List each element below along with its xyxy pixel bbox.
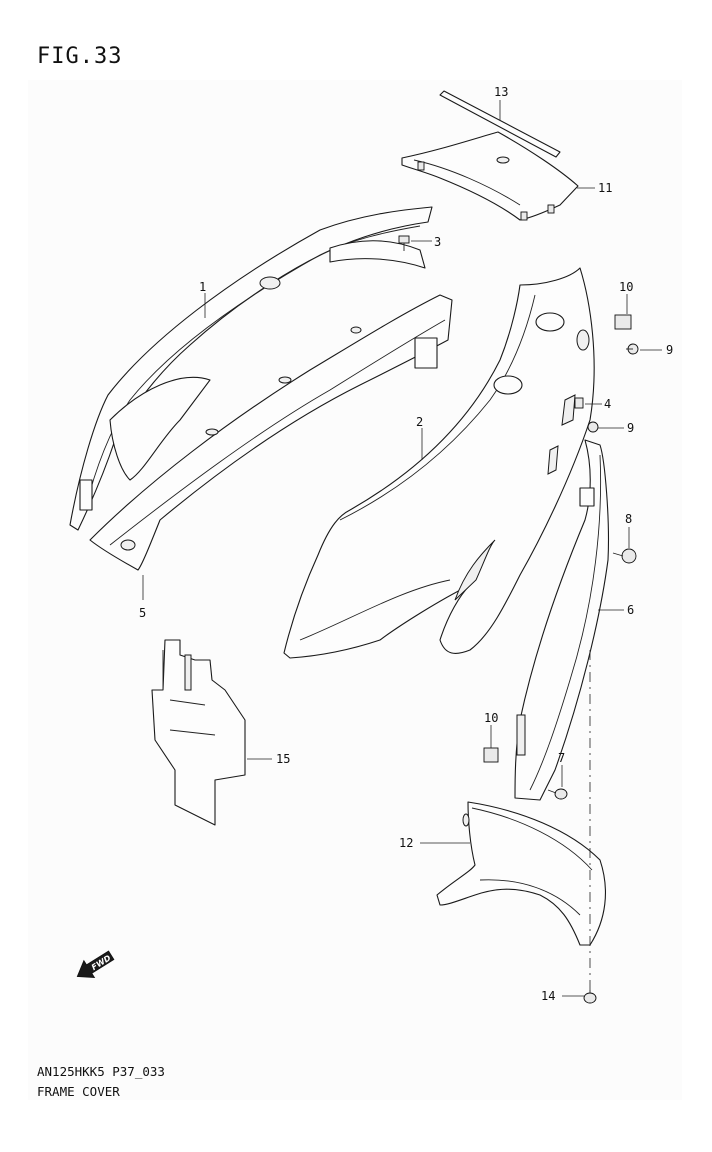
part-11-rear-top-cover[interactable] [401,131,579,221]
fwd-direction-arrow-icon: FWD [76,950,115,978]
part-4-clip[interactable] [574,397,584,409]
part-13-screw[interactable] [583,990,597,1004]
part-2-right-frame-cover[interactable] [283,267,595,659]
part-15-bracket[interactable] [151,639,246,826]
callout-13: 14 [541,989,555,1003]
callout-3: 3 [434,235,441,249]
callout-8: 8 [625,512,632,526]
part-12-rear-lower-cover[interactable] [436,801,606,946]
callout-11: 11 [598,181,612,195]
callout-10-lower: 10 [484,711,498,725]
figure-title: FIG.33 [37,44,123,69]
part-9-screw-lower[interactable] [587,421,599,433]
part-9-screw-upper[interactable] [626,343,639,355]
callout-14: 13 [494,85,508,99]
callout-9-upper: 9 [666,343,673,357]
callout-12: 12 [399,836,413,850]
part-8-grommet-screw[interactable] [612,548,637,564]
callout-2: 2 [416,415,423,429]
callout-15: 15 [276,752,290,766]
figure-code: AN125HKK5 P37_033 [37,1064,165,1079]
part-10-clip-upper[interactable] [614,314,632,330]
callout-5: 5 [139,606,146,620]
callout-9-lower: 9 [627,421,634,435]
callout-4: 4 [604,397,611,411]
callout-6: 6 [627,603,634,617]
callout-1: 1 [199,280,206,294]
leader-lines [142,100,662,997]
part-3-screw[interactable] [398,235,410,251]
part-14-trim-strip[interactable] [439,90,561,158]
figure-caption: FRAME COVER [37,1084,120,1099]
callout-7: 7 [558,751,565,765]
part-1-left-frame-cover[interactable] [69,206,433,531]
callout-10-upper: 10 [619,280,633,294]
part-7-screw[interactable] [547,788,568,800]
part-6-side-rail-cover[interactable] [514,439,609,801]
part-5-lower-left-frame-cover[interactable] [89,294,453,571]
part-10-clip-lower[interactable] [483,747,499,763]
